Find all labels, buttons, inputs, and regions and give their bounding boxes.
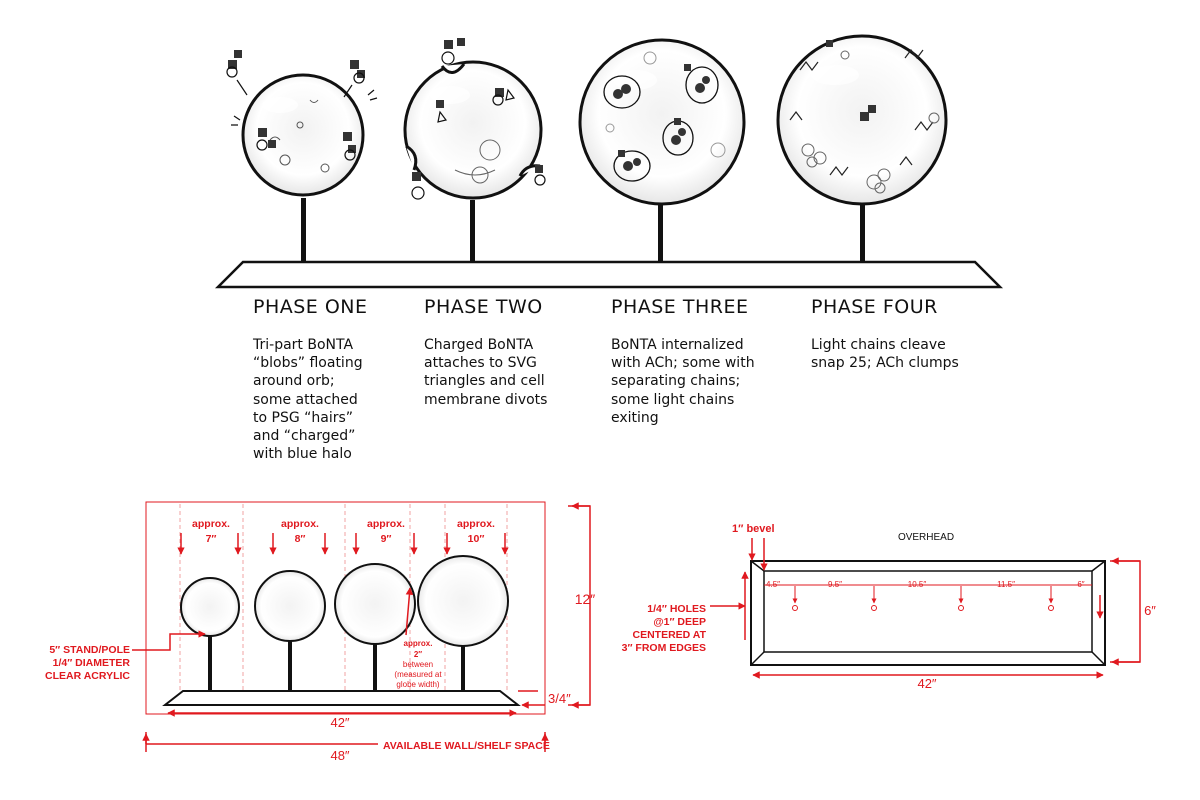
height-dimension <box>568 502 591 709</box>
elevation-globes <box>180 555 509 691</box>
svg-text:11.5″: 11.5″ <box>997 580 1015 589</box>
height-label: 12″ <box>575 591 596 607</box>
depth-label: 6″ <box>1144 603 1156 618</box>
hole-markers <box>792 586 1054 604</box>
depth-dimension <box>1096 557 1141 666</box>
size-value-label: 8″ <box>295 533 306 545</box>
wall-space-label: AVAILABLE WALL/SHELF SPACE <box>383 740 550 752</box>
pole-1 <box>301 198 306 262</box>
svg-text:between: between <box>403 660 433 669</box>
overhead-drawing: OVERHEAD 1″ bevel 4.5″ 9.5″ 10.5″ 11.5″ … <box>622 523 1157 691</box>
globe-phase-four <box>776 34 948 206</box>
bevel-dimension <box>748 538 768 571</box>
svg-text:2″: 2″ <box>414 650 422 659</box>
overhead-plate <box>750 560 1106 666</box>
globe-phase-one <box>226 50 378 197</box>
size-approx-label: approx. <box>457 518 495 530</box>
svg-text:9.5″: 9.5″ <box>828 580 842 589</box>
svg-text:approx.: approx. <box>404 639 433 648</box>
base-height-label: 3/4″ <box>548 691 571 706</box>
stand-leader <box>132 630 206 651</box>
globe-phase-two <box>403 38 546 200</box>
phase-three-description: BoNTA internalized with ACh; some with s… <box>611 337 755 426</box>
globe-phase-three <box>578 38 746 206</box>
overhead-width-label: 42″ <box>917 676 936 691</box>
top-illustration <box>214 34 1004 289</box>
phase-three-title: PHASE THREE <box>611 296 749 318</box>
svg-text:globe width): globe width) <box>396 680 439 689</box>
phase-one-description: Tri-part BoNTA “blobs” floating around o… <box>253 337 363 463</box>
pole-4 <box>860 202 865 262</box>
elevation-base <box>162 690 521 706</box>
wall-space-width-label: 48″ <box>330 748 349 763</box>
stand-note: 5″ STAND/POLE 1/4″ DIAMETER CLEAR ACRYLI… <box>45 644 130 682</box>
svg-text:CENTERED AT: CENTERED AT <box>633 629 707 641</box>
size-approx-label: approx. <box>367 518 405 530</box>
size-value-label: 7″ <box>206 533 217 545</box>
svg-text:1/4″ HOLES: 1/4″ HOLES <box>647 603 706 615</box>
holes <box>792 605 1054 611</box>
size-approx-label: approx. <box>192 518 230 530</box>
pole-2 <box>470 200 475 262</box>
size-value-label: 9″ <box>381 533 392 545</box>
phase-two-title: PHASE TWO <box>424 296 543 318</box>
display-base <box>214 260 1004 289</box>
svg-text:5″ STAND/POLE: 5″ STAND/POLE <box>49 644 130 656</box>
overhead-spacing-labels: 4.5″ 9.5″ 10.5″ 11.5″ 6″ <box>766 580 1085 589</box>
svg-text:(measured at: (measured at <box>394 670 442 679</box>
phase-one-title: PHASE ONE <box>253 296 368 318</box>
base-width-label: 42″ <box>330 715 349 730</box>
size-brackets <box>177 533 509 555</box>
pole-3 <box>658 203 663 262</box>
spacing-note: approx. 2″ between (measured at globe wi… <box>394 639 442 689</box>
svg-text:4.5″: 4.5″ <box>766 580 780 589</box>
overhead-title: OVERHEAD <box>898 532 954 543</box>
svg-text:10.5″: 10.5″ <box>908 580 927 589</box>
bevel-label: 1″ bevel <box>732 523 775 535</box>
elevation-drawing: approx. 7″ approx. 8″ approx. 9″ approx.… <box>45 501 596 763</box>
phase-four-description: Light chains cleave snap 25; ACh clumps <box>811 337 959 372</box>
phase-two-description: Charged BoNTA attaches to SVG triangles … <box>424 337 548 408</box>
spacing-leader <box>405 587 414 636</box>
wall-space-dimension <box>142 732 549 752</box>
size-approx-label: approx. <box>281 518 319 530</box>
svg-text:@1″ DEEP: @1″ DEEP <box>653 616 706 628</box>
svg-text:1/4″ DIAMETER: 1/4″ DIAMETER <box>53 657 131 669</box>
svg-text:6″: 6″ <box>1077 580 1084 589</box>
size-value-label: 10″ <box>468 533 485 545</box>
svg-text:CLEAR ACRYLIC: CLEAR ACRYLIC <box>45 670 130 682</box>
holes-note: 1/4″ HOLES @1″ DEEP CENTERED AT 3″ FROM … <box>622 603 707 654</box>
svg-text:3″ FROM EDGES: 3″ FROM EDGES <box>622 642 706 654</box>
base-height-dimension <box>518 690 545 709</box>
phase-four-title: PHASE FOUR <box>811 296 938 318</box>
